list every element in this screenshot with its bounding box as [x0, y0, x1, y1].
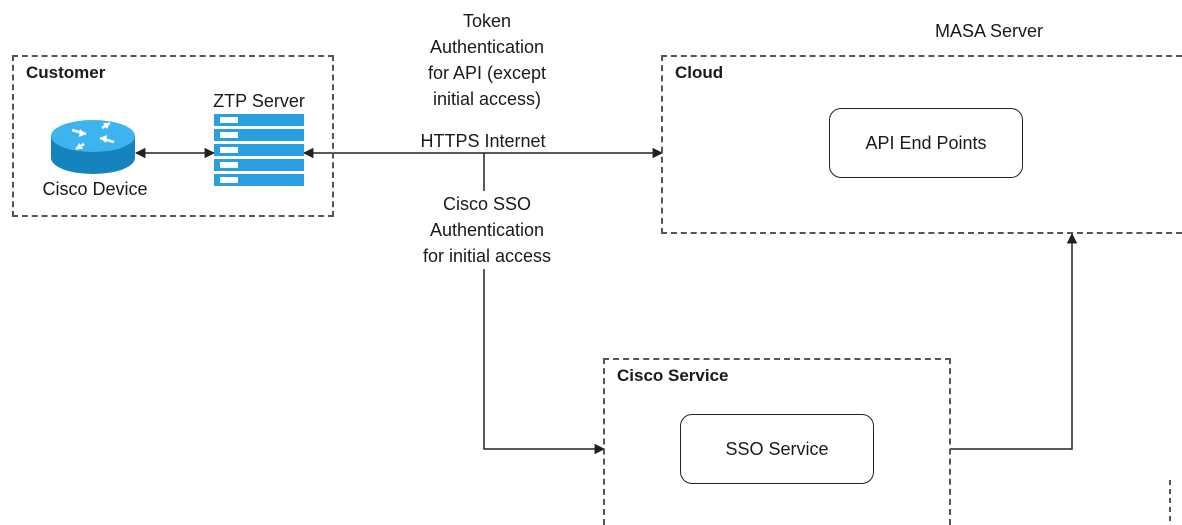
token-note-line-3: for API (except	[427, 63, 547, 83]
sso-note-line-1: Cisco SSO	[442, 194, 532, 214]
service-to-cloud-link	[950, 232, 1078, 450]
sso-auth-link-lower	[483, 268, 606, 455]
server-icon	[214, 114, 304, 186]
ztp-server-label: ZTP Server	[213, 91, 305, 111]
router-icon	[51, 120, 135, 174]
sso-service-node: SSO Service	[680, 414, 874, 484]
https-label: HTTPS Internet	[420, 131, 546, 151]
api-endpoints-label: API End Points	[865, 132, 987, 153]
cloud-box: Cloud	[661, 55, 1182, 234]
token-note-line-1: Token	[462, 11, 512, 31]
sso-note-line-3: for initial access	[422, 246, 552, 266]
token-note-line-4: initial access)	[432, 89, 542, 109]
sso-note-line-2: Authentication	[429, 220, 545, 240]
cloud-title: Cloud	[675, 63, 724, 82]
sso-note: Cisco SSO Authentication for initial acc…	[394, 191, 580, 269]
cisco-service-title: Cisco Service	[617, 366, 729, 385]
sso-service-label: SSO Service	[725, 438, 829, 459]
cisco-device-label: Cisco Device	[42, 179, 148, 199]
customer-box: Customer	[12, 55, 334, 217]
api-endpoints-node: API End Points	[829, 108, 1023, 178]
token-note: Token Authentication for API (except ini…	[394, 8, 580, 112]
masa-server-label: MASA Server	[934, 21, 1044, 41]
token-note-line-2: Authentication	[429, 37, 545, 57]
customer-title: Customer	[26, 63, 106, 82]
cisco-service-box: Cisco Service	[603, 358, 951, 525]
